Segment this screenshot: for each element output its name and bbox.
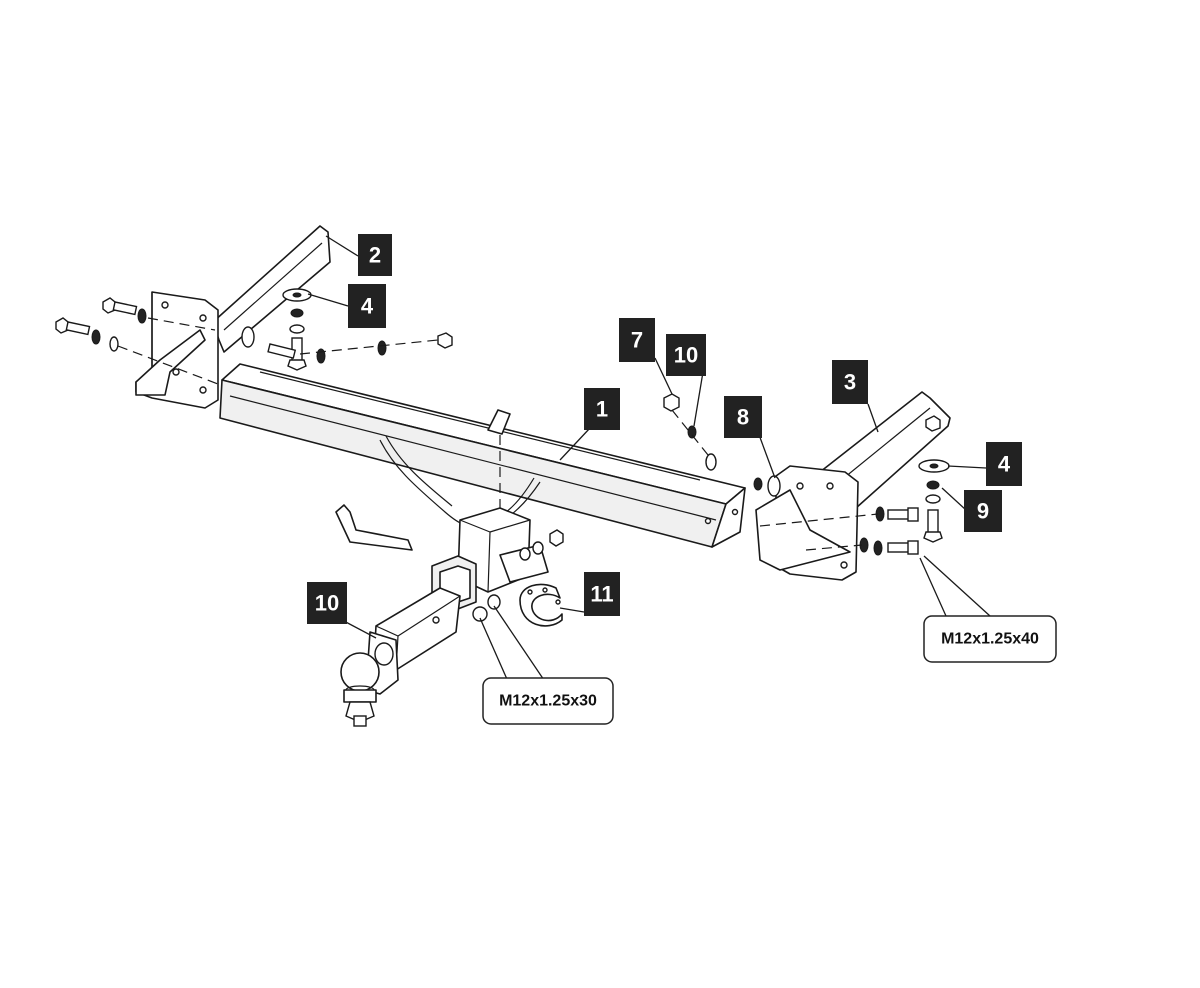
callout-10-top: 10 bbox=[666, 334, 706, 376]
callout-10-bottom: 10 bbox=[307, 582, 347, 624]
callout-7: 7 bbox=[619, 318, 655, 362]
callout-4-right: 4 bbox=[986, 442, 1022, 486]
svg-text:9: 9 bbox=[977, 499, 989, 524]
spec-label-bolt-40: M12x1.25x40 bbox=[923, 615, 1057, 663]
callout-8: 8 bbox=[724, 396, 762, 438]
svg-text:7: 7 bbox=[631, 328, 643, 353]
callout-3: 3 bbox=[832, 360, 868, 404]
svg-text:10: 10 bbox=[315, 591, 339, 616]
svg-text:8: 8 bbox=[737, 405, 749, 430]
svg-text:4: 4 bbox=[998, 452, 1011, 477]
main-cross-beam bbox=[219, 363, 746, 548]
center-fastener-set bbox=[663, 393, 781, 497]
callout-1: 1 bbox=[584, 388, 620, 430]
svg-text:1: 1 bbox=[596, 397, 608, 422]
svg-text:3: 3 bbox=[844, 370, 856, 395]
svg-text:11: 11 bbox=[590, 582, 613, 607]
left-mounting-bracket bbox=[135, 225, 331, 409]
callout-11: 11 bbox=[584, 572, 620, 616]
receiver-hitch-assembly bbox=[335, 409, 564, 727]
svg-text:10: 10 bbox=[674, 343, 698, 368]
right-mounting-bracket bbox=[755, 391, 951, 581]
spec-label-bolt-30: M12x1.25x30 bbox=[482, 677, 614, 725]
callout-2: 2 bbox=[358, 234, 392, 276]
callout-9: 9 bbox=[964, 490, 1002, 532]
svg-text:4: 4 bbox=[361, 294, 374, 319]
svg-text:M12x1.25x40: M12x1.25x40 bbox=[941, 631, 1039, 648]
left-bolt-set bbox=[55, 288, 453, 385]
svg-text:M12x1.25x30: M12x1.25x30 bbox=[499, 693, 597, 710]
callout-4-left: 4 bbox=[348, 284, 386, 328]
leader-lines bbox=[307, 235, 991, 687]
svg-text:2: 2 bbox=[369, 243, 381, 268]
